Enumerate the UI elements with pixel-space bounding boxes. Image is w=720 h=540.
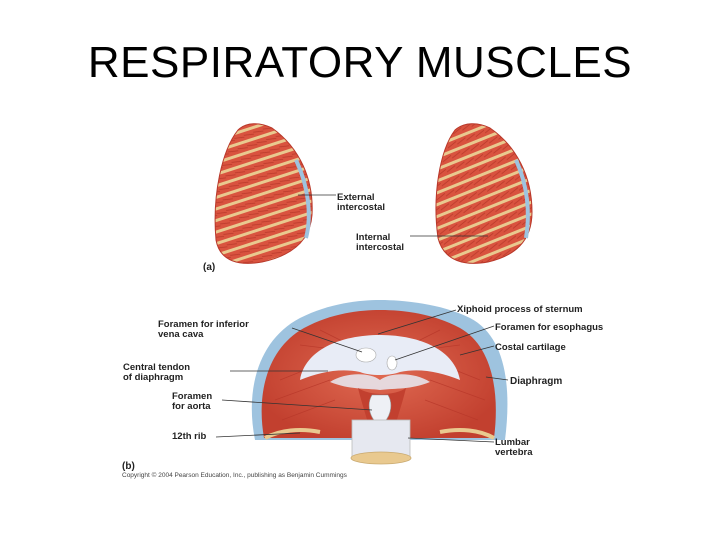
label-aorta-2: for aorta <box>172 401 211 412</box>
label-lumbar-2: vertebra <box>495 447 533 458</box>
label-central-tendon-2: of diaphragm <box>123 372 183 383</box>
rib-cage-right <box>436 124 532 264</box>
panel-label-a: (a) <box>203 262 215 273</box>
panel-label-b: (b) <box>122 461 135 472</box>
label-external-intercostal-2: intercostal <box>337 202 385 213</box>
label-internal-intercostal-2: intercostal <box>356 242 404 253</box>
copyright-notice: Copyright © 2004 Pearson Education, Inc.… <box>122 471 348 479</box>
label-diaphragm: Diaphragm <box>510 376 562 387</box>
label-costal-cartilage: Costal cartilage <box>495 342 566 353</box>
rib-cage-left <box>215 124 312 264</box>
label-ivc-2: vena cava <box>158 329 204 340</box>
label-esophagus: Foramen for esophagus <box>495 322 603 333</box>
diaphragm-illustration <box>252 300 508 464</box>
label-xiphoid: Xiphoid process of sternum <box>457 304 583 315</box>
label-12th-rib: 12th rib <box>172 431 207 442</box>
